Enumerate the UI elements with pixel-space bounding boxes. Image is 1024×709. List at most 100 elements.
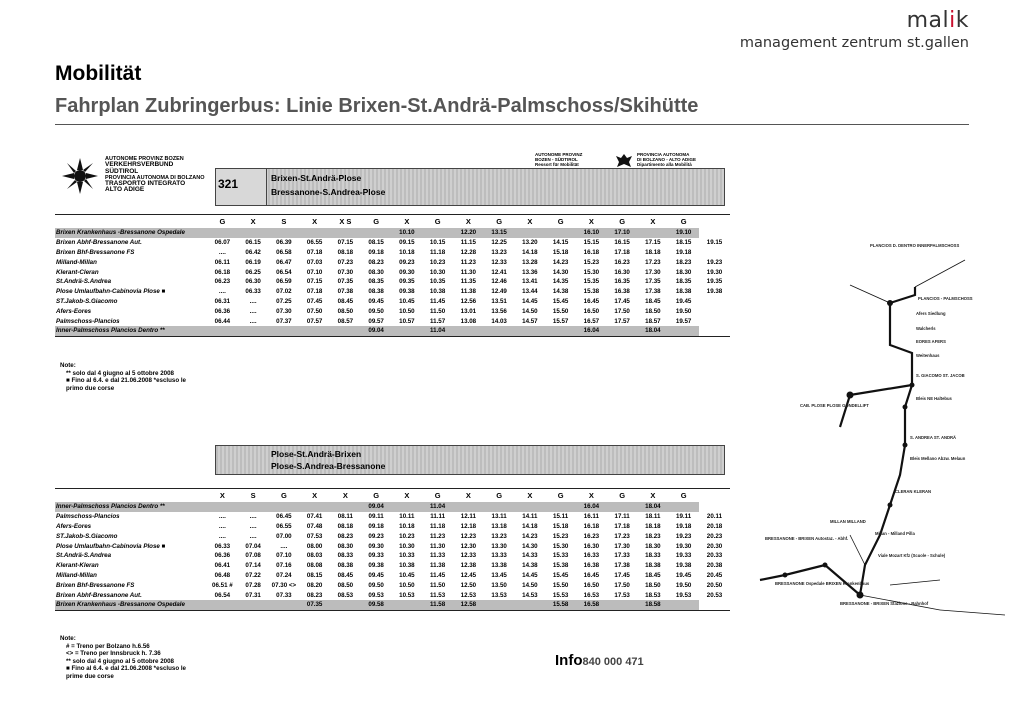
departure-time: 07.22	[245, 571, 261, 579]
departure-time: 17.35	[645, 278, 661, 286]
departure-time: 07.50	[306, 307, 323, 315]
departure-time: 09.15	[399, 239, 415, 247]
map-label-millan: MILLAN MILLAND	[830, 519, 866, 524]
column-header: G	[434, 491, 441, 500]
departure-time: 08.11	[337, 513, 353, 521]
departure-time: 08.30	[368, 268, 384, 276]
route-header-up: 321 Brixen-St.Andrä-Plose Bressanone-S.A…	[215, 168, 725, 206]
departure-time: 06.48	[214, 571, 231, 579]
departure-time: 14.23	[552, 258, 569, 266]
map-label-plancios-dentro: PLANCIOS D. DENTRO INNERPALMSCHOSS	[870, 243, 959, 248]
stop-name: Klerant-Kleran	[56, 562, 99, 570]
stop-name: Afers-Eores	[56, 307, 92, 315]
departure-time: 14.33	[522, 552, 538, 560]
departure-time: 16.23	[583, 532, 600, 540]
departure-time: 07.35	[337, 278, 354, 286]
departure-time: 08.38	[337, 562, 354, 570]
departure-time: 09.53	[368, 591, 384, 599]
route-number: 321	[218, 177, 239, 191]
departure-time: 16.18	[583, 522, 600, 530]
departure-time: 07.15	[306, 278, 323, 286]
departure-time: 17.50	[614, 307, 630, 315]
departure-time: 08.53	[337, 591, 354, 599]
departure-time: 15.30	[552, 542, 569, 550]
departure-time	[268, 502, 300, 512]
stop-name: Klerant-Cleran	[56, 268, 99, 276]
departure-time: 18.18	[645, 248, 661, 256]
departure-time: 10.18	[399, 248, 415, 256]
map-label-plose-lift: CAB. PLOSE PLOSE GONDELLIFT	[800, 403, 869, 408]
departure-time: 09.57	[368, 317, 384, 325]
departure-time	[453, 325, 484, 336]
departure-time: 12.30	[460, 542, 477, 550]
departure-time: 06.39	[276, 239, 292, 247]
departure-time: 07.33	[276, 591, 292, 599]
slide-subtitle: Fahrplan Zubringerbus: Linie Brixen-St.A…	[55, 95, 699, 117]
departure-time: ....	[218, 248, 226, 256]
departure-time: 07.30	[276, 307, 292, 315]
departure-time: 06.33	[214, 542, 231, 550]
column-header: G	[619, 217, 626, 226]
map-label-bleis: Bleis NE Haltebus	[916, 396, 953, 401]
departure-time: 20.45	[706, 571, 723, 579]
departure-time: 07.10	[276, 552, 292, 560]
departure-time: 13.23	[491, 248, 507, 256]
departure-time: 16.50	[583, 581, 600, 589]
departure-time	[207, 325, 238, 336]
map-label-eores: EORES AFERS	[916, 339, 946, 344]
departure-time: 19.23	[706, 258, 723, 266]
departure-time: 18.35	[675, 278, 692, 286]
departure-time: 13.44	[522, 288, 538, 296]
departure-time: 10.30	[429, 268, 446, 276]
departure-time: 14.35	[552, 278, 569, 286]
departure-time: 15.23	[583, 258, 600, 266]
route-map: PLANCIOS D. DENTRO INNERPALMSCHOSS PLANC…	[759, 243, 1006, 616]
departure-time: ....	[249, 532, 257, 540]
departure-time: 07.30	[337, 268, 354, 276]
departure-time: 17.33	[614, 552, 630, 560]
departure-time: 18.45	[645, 297, 661, 305]
departure-time: 14.30	[522, 542, 538, 550]
departure-time: 10.38	[399, 562, 415, 570]
departure-time: 09.33	[368, 552, 384, 560]
stop-name: Brixen Bhf-Bressanone FS	[56, 248, 135, 256]
departure-time: 19.18	[675, 522, 692, 530]
departure-time	[207, 228, 238, 238]
departure-time: 16.33	[583, 552, 600, 560]
departure-time: 06.23	[214, 278, 231, 286]
departure-time: 18.58	[637, 599, 669, 610]
departure-time: 13.20	[522, 239, 538, 247]
departure-time: 12.25	[491, 239, 507, 247]
stop-name: Inner-Palmschoss Plancios Dentro **	[55, 502, 207, 512]
departure-time: 19.38	[675, 562, 692, 570]
departure-time: 15.18	[552, 248, 569, 256]
departure-time: 13.50	[491, 581, 507, 589]
departure-time: 10.50	[399, 581, 415, 589]
departure-time: 07.23	[337, 258, 354, 266]
departure-time: 12.28	[460, 248, 477, 256]
departure-time: ....	[218, 522, 226, 530]
departure-time: 08.18	[337, 522, 354, 530]
departure-time: 12.56	[460, 297, 477, 305]
departure-time: 07.02	[276, 288, 292, 296]
departure-time	[330, 599, 361, 610]
departure-time: 18.57	[645, 317, 661, 325]
title-divider	[55, 124, 969, 125]
stop-name: Brixen Krankenhaus -Bressanone Ospedale	[55, 228, 207, 238]
departure-time: 16.58	[576, 599, 607, 610]
column-header: X	[342, 491, 348, 500]
departure-time: 14.50	[522, 581, 538, 589]
departure-time: 11.58	[422, 599, 453, 610]
departure-time: 16.11	[583, 513, 599, 521]
departure-time: 15.50	[552, 581, 569, 589]
departure-time: 13.53	[491, 591, 507, 599]
departure-time: 11.38	[430, 562, 446, 570]
departure-time	[606, 502, 638, 512]
departure-time: 09.50	[368, 581, 384, 589]
departure-time: 12.50	[460, 581, 477, 589]
departure-time	[545, 502, 576, 512]
departure-time: 08.15	[368, 239, 384, 247]
departure-time: 06.25	[245, 268, 261, 276]
